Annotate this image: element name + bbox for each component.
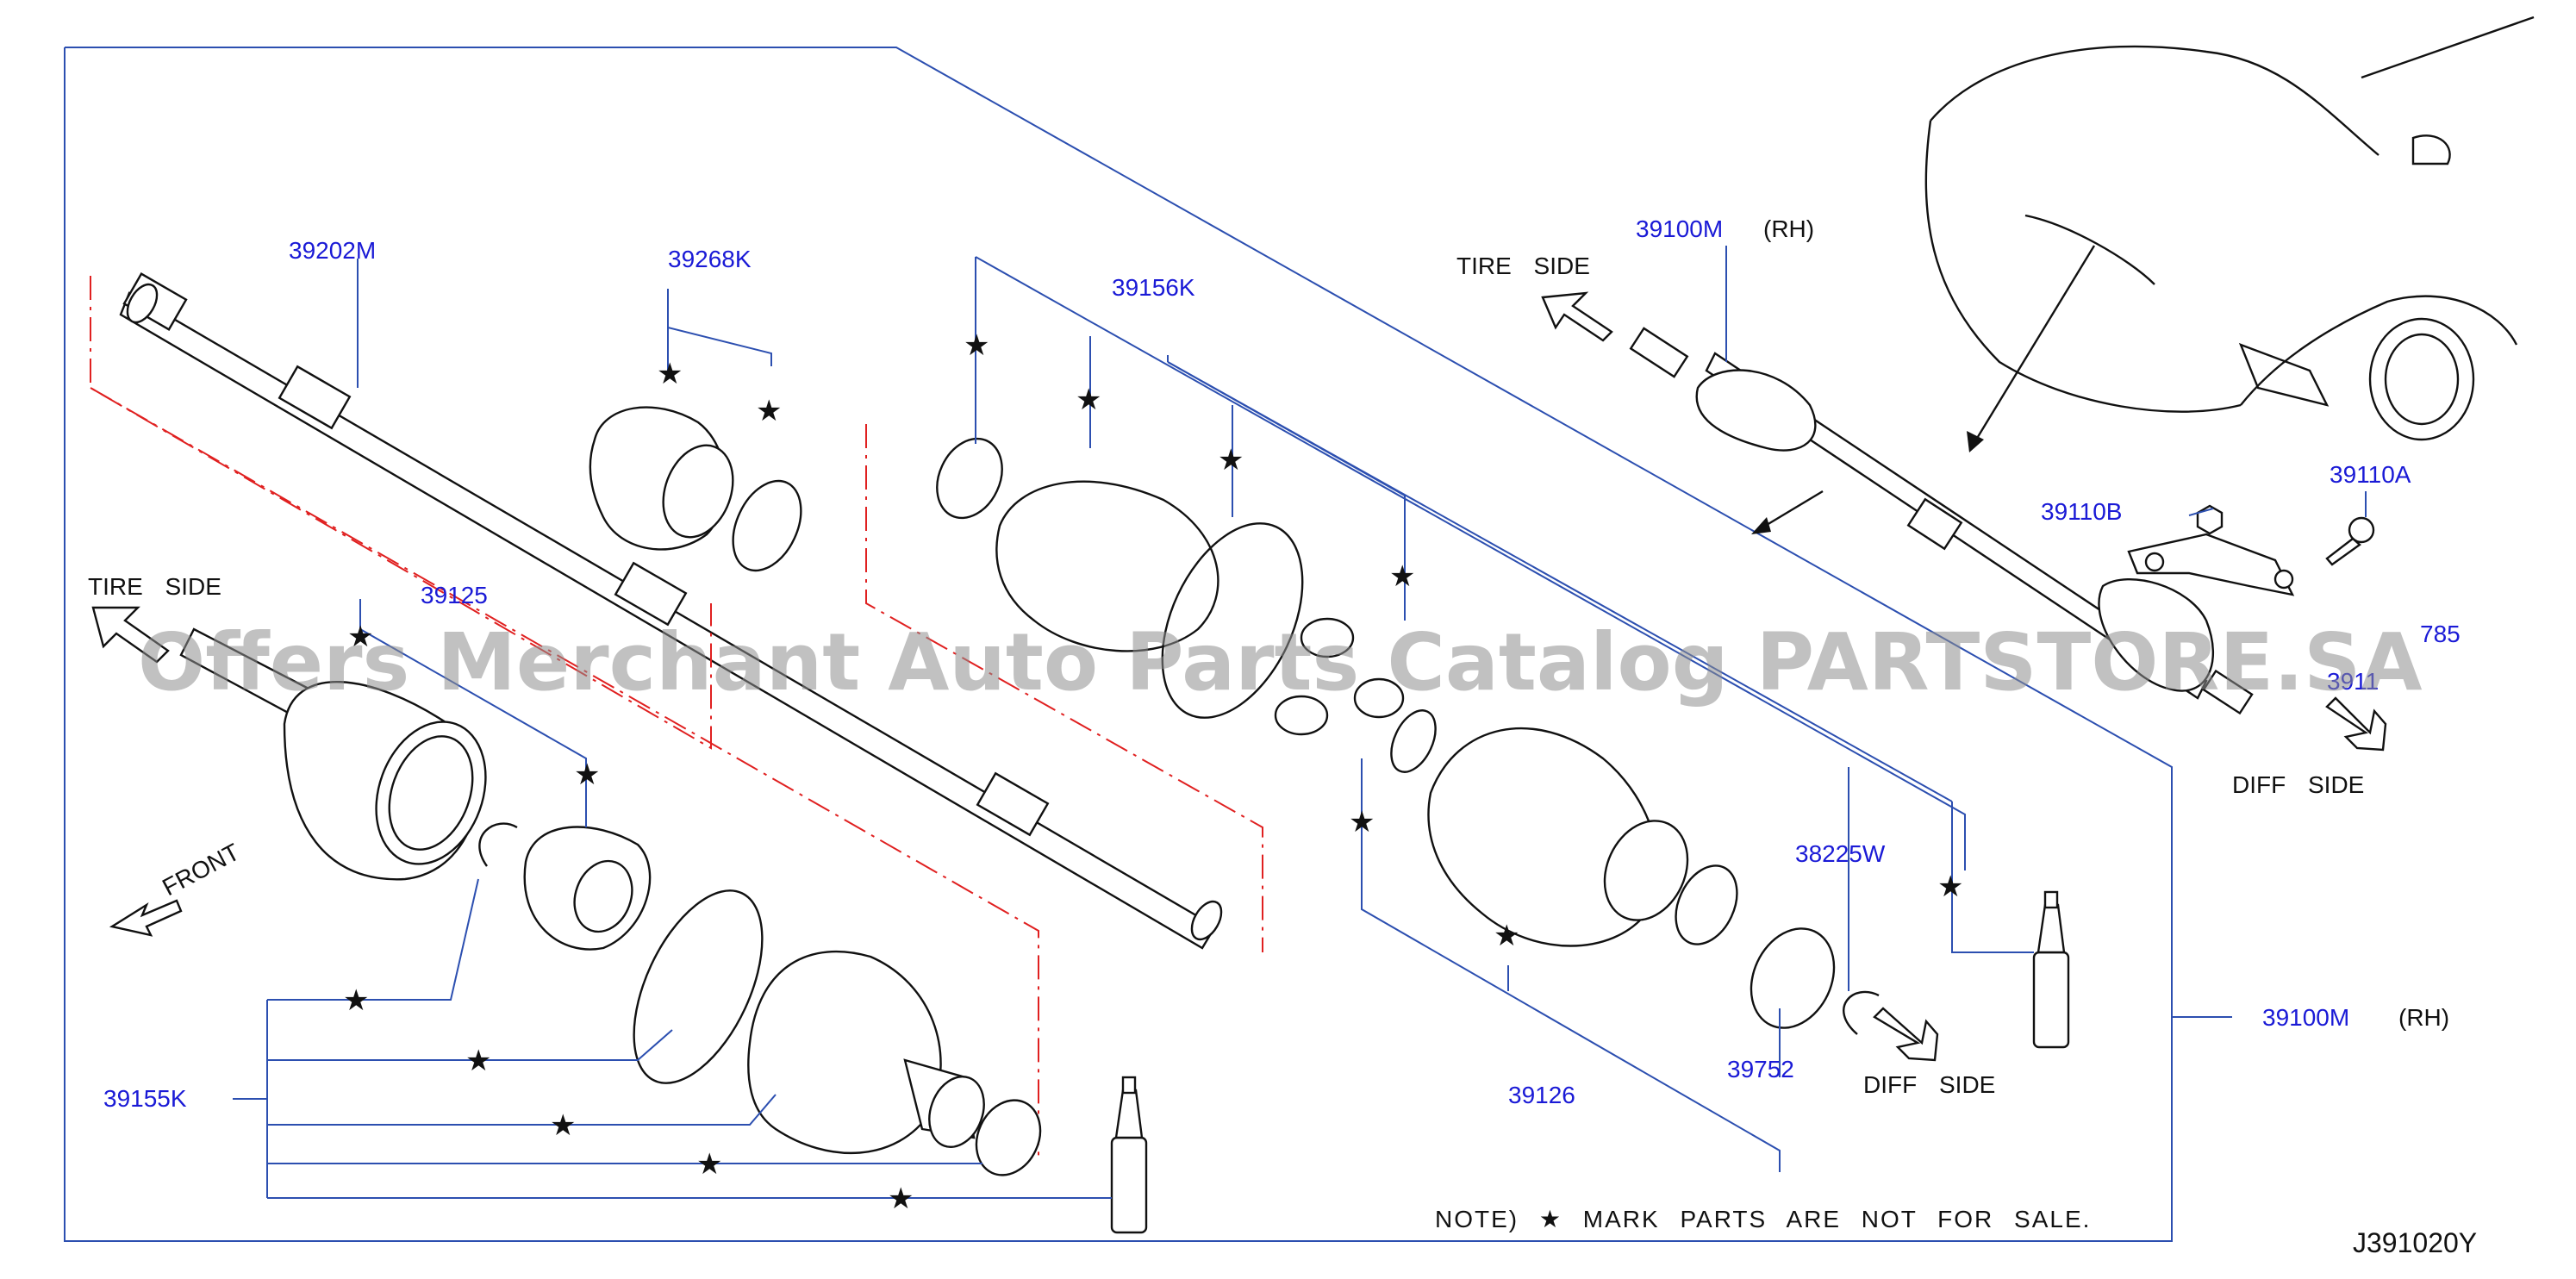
tire-side-label-top: TIRE SIDE — [1456, 253, 1590, 279]
part-number-39110B[interactable]: 39110B — [2041, 498, 2122, 525]
svg-text:★: ★ — [347, 620, 373, 654]
oil-seal[interactable] — [1736, 915, 1849, 1042]
svg-text:★: ★ — [696, 1147, 722, 1182]
inner-joint-housing[interactable] — [1427, 727, 1750, 954]
part-number-39125[interactable]: 39125 — [421, 582, 488, 608]
drive-shaft-assembly[interactable] — [1629, 327, 2254, 715]
tire-side-arrow-top — [1541, 291, 1613, 342]
tire-side-arrow-left — [91, 606, 170, 664]
boot-band-small-inner[interactable] — [925, 428, 1014, 529]
svg-text:★: ★ — [756, 394, 782, 428]
shaft-direction-arrow — [1757, 490, 1824, 532]
svg-text:★: ★ — [465, 1044, 491, 1078]
part-number-39156K[interactable]: 39156K — [1112, 274, 1195, 301]
part-number-39100M-right[interactable]: 39100M — [2262, 1004, 2349, 1031]
bracket-nut[interactable] — [2196, 504, 2224, 535]
svg-text:★: ★ — [550, 1108, 576, 1143]
dynamic-damper[interactable] — [589, 406, 745, 551]
watermark: Offers Merchant Auto Parts Catalog PARTS… — [138, 616, 2423, 708]
svg-text:★: ★ — [1076, 383, 1101, 417]
svg-text:★: ★ — [657, 357, 683, 391]
callout-arrowhead-vehicle — [1967, 431, 1984, 452]
grease-tube-left[interactable] — [1110, 1076, 1148, 1234]
part-number-39268K[interactable]: 39268K — [668, 246, 752, 272]
svg-text:★: ★ — [1218, 443, 1244, 477]
snap-ring-inner[interactable] — [1382, 703, 1444, 778]
diagram-frame — [64, 47, 2173, 1242]
svg-text:★: ★ — [1494, 919, 1519, 953]
rh-label-right: (RH) — [2398, 1004, 2449, 1031]
part-number-38225W[interactable]: 38225W — [1795, 840, 1886, 867]
front-arrow — [109, 899, 183, 937]
part-number-39202M[interactable]: 39202M — [289, 237, 376, 264]
grease-tube-right[interactable] — [2032, 890, 2070, 1049]
part-number-39110-partial[interactable]: 3911 — [2327, 668, 2379, 695]
callout-arrow-vehicle — [1972, 245, 2096, 445]
phantom-line-shaft — [90, 276, 712, 750]
part-number-39100M-top[interactable]: 39100M — [1636, 215, 1723, 242]
svg-text:★: ★ — [964, 328, 989, 363]
note-not-for-sale: NOTE) ★ MARK PARTS ARE NOT FOR SALE. — [1435, 1206, 2091, 1232]
circlip-inner[interactable] — [1843, 990, 1880, 1035]
svg-text:★: ★ — [1937, 870, 1963, 904]
svg-text:★: ★ — [888, 1182, 914, 1216]
shaft-direction-arrowhead — [1751, 517, 1771, 534]
diff-side-arrow-right — [2325, 696, 2387, 752]
circlip-outer[interactable] — [478, 822, 518, 867]
part-number-39126[interactable]: 39126 — [1508, 1082, 1575, 1108]
bracket-bolt[interactable] — [2325, 516, 2375, 566]
vehicle-illustration — [1924, 16, 2535, 441]
part-number-39785-partial[interactable]: 785 — [2420, 621, 2461, 647]
phantom-line-lower — [90, 387, 1039, 1159]
intermediate-shaft[interactable] — [119, 272, 1227, 950]
support-bracket[interactable] — [2127, 533, 2295, 596]
svg-text:★: ★ — [1389, 559, 1415, 594]
outer-cv-joint[interactable] — [179, 627, 504, 881]
boot-outer[interactable] — [747, 950, 993, 1155]
svg-text:★: ★ — [1349, 805, 1375, 839]
diagram-code: J391020Y — [2353, 1227, 2477, 1258]
boot-inner[interactable] — [995, 480, 1219, 652]
rh-label-top: (RH) — [1763, 215, 1814, 242]
front-label: FRONT — [158, 839, 244, 902]
leader-lines — [233, 246, 2367, 1199]
diff-side-label-right: DIFF SIDE — [2232, 771, 2364, 798]
damper-band[interactable] — [720, 470, 814, 581]
tire-side-label-left: TIRE SIDE — [88, 573, 221, 600]
part-number-39110A[interactable]: 39110A — [2330, 461, 2411, 488]
boot-band-small-outer[interactable] — [964, 1089, 1051, 1185]
boot-band-large[interactable] — [608, 871, 789, 1102]
boot-band-inner-large[interactable] — [1134, 502, 1331, 740]
svg-text:★: ★ — [574, 758, 600, 792]
spider-assembly[interactable] — [523, 826, 652, 951]
diff-side-label-bottom: DIFF SIDE — [1863, 1071, 1995, 1098]
part-number-39155K[interactable]: 39155K — [103, 1085, 187, 1112]
not-for-sale-stars: ★ ★ ★ ★ ★ ★ ★ ★ ★ ★ ★ ★ ★ ★ ★ ★ — [343, 328, 1963, 1216]
phantom-line-boot — [865, 424, 1263, 952]
part-number-39752[interactable]: 39752 — [1727, 1056, 1794, 1082]
svg-text:★: ★ — [343, 983, 369, 1018]
diff-side-arrow-bottom — [1873, 1007, 1939, 1062]
tripod-inner[interactable] — [1274, 617, 1405, 736]
